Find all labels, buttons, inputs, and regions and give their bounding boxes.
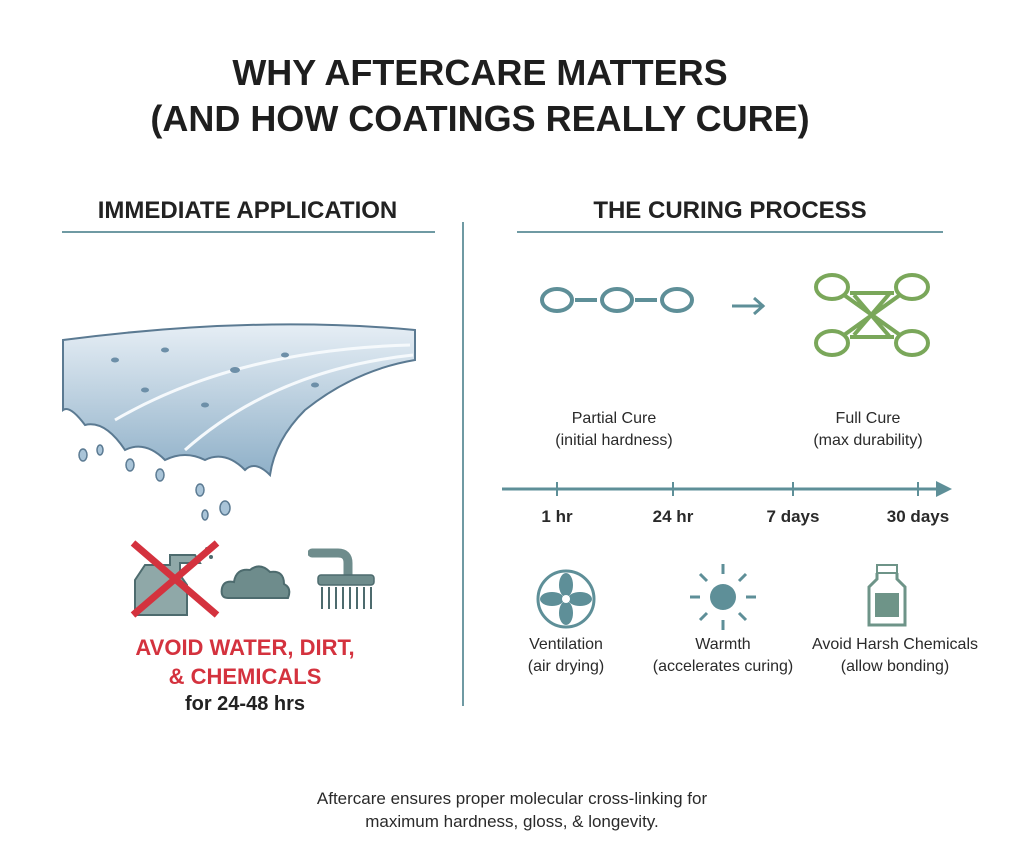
- warning-line-1: AVOID WATER, DIRT,: [135, 635, 355, 660]
- factor-warmth-sub: (accelerates curing): [652, 658, 794, 675]
- left-heading-underline: [62, 231, 435, 233]
- bottle-icon: [867, 564, 907, 627]
- factor-warmth-label: Warmth: [695, 636, 751, 653]
- brush-icon: [308, 548, 375, 609]
- sun-icon: [690, 564, 756, 630]
- full-cure-crosslinked-icon: [814, 273, 930, 357]
- timeline-axis: [502, 481, 952, 497]
- stage-full-label: Full Cure: [835, 410, 901, 427]
- warning-duration: for 24-48 hrs: [184, 693, 306, 715]
- factor-chemicals-sub: (allow bonding): [840, 658, 950, 675]
- right-heading-underline: [517, 231, 943, 233]
- wet-car-panel-illustration: [62, 323, 416, 521]
- timeline-label-1hr: 1 hr: [541, 507, 573, 526]
- stage-full-sub: (max durability): [813, 432, 923, 449]
- fan-icon: [536, 569, 596, 629]
- timeline-label-7days: 7 days: [766, 507, 820, 526]
- timeline-label-24hr: 24 hr: [652, 507, 694, 526]
- warning-line-2: & CHEMICALS: [168, 664, 322, 689]
- right-heading: THE CURING PROCESS: [593, 197, 867, 224]
- left-heading: IMMEDIATE APPLICATION: [97, 197, 398, 224]
- stage-partial-sub: (initial hardness): [555, 432, 673, 449]
- title-line-2: (AND HOW COATINGS REALLY CURE): [150, 98, 810, 139]
- arrow-right-icon: [732, 296, 766, 316]
- footer-line-1: Aftercare ensures proper molecular cross…: [316, 789, 708, 808]
- factor-chemicals-label: Avoid Harsh Chemicals: [812, 636, 978, 653]
- factor-ventilation-sub: (air drying): [527, 658, 605, 675]
- dirt-cloud-icon: [220, 565, 291, 599]
- footer-line-2: maximum hardness, gloss, & longevity.: [365, 812, 659, 831]
- title-line-1: WHY AFTERCARE MATTERS: [232, 52, 728, 93]
- section-divider: [462, 222, 464, 706]
- stage-partial-label: Partial Cure: [571, 410, 657, 427]
- partial-cure-chain-icon: [540, 287, 694, 313]
- factor-ventilation-label: Ventilation: [529, 636, 603, 653]
- timeline-label-30days: 30 days: [886, 507, 950, 526]
- spray-bottle-crossed-icon: [130, 540, 220, 618]
